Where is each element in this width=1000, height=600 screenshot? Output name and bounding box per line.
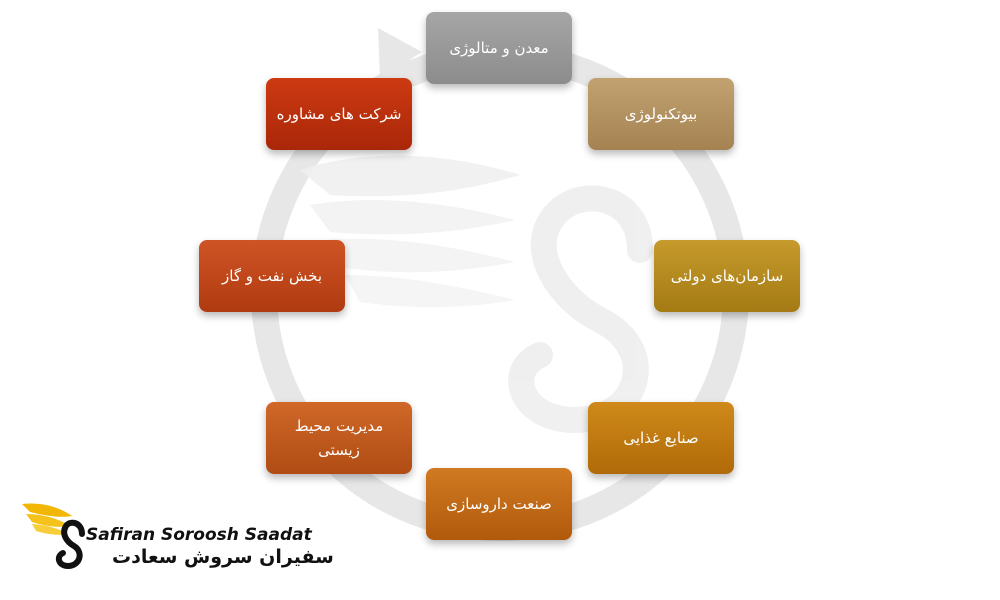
node-oil: بخش نفت و گاز bbox=[199, 240, 345, 312]
logo-text-english: Safiran Soroosh Saadat bbox=[86, 525, 312, 545]
logo-text-persian: سفیران سروش سعادت bbox=[112, 546, 334, 568]
node-biotech-label: بیوتکنولوژی bbox=[624, 105, 698, 123]
node-metal-label: معدن و متالوژی bbox=[449, 39, 549, 57]
node-gov: سازمان‌های دولتی bbox=[654, 240, 800, 312]
company-logo: Safiran Soroosh Saadat سفیران سروش سعادت bbox=[20, 494, 334, 578]
node-biotech: بیوتکنولوژی bbox=[588, 78, 734, 150]
node-gov-label: سازمان‌های دولتی bbox=[670, 267, 784, 285]
watermark bbox=[300, 155, 653, 434]
node-pharma: صنعت داروسازی bbox=[426, 468, 572, 540]
node-env: مدیریت محیط زیستی bbox=[266, 402, 412, 474]
node-env-label: مدیریت محیط زیستی bbox=[294, 417, 384, 459]
node-consult-label: شرکت های مشاوره bbox=[276, 105, 402, 123]
swan-logo-icon bbox=[22, 503, 85, 570]
node-food-label: صنایع غذایی bbox=[623, 429, 699, 447]
cycle-arrowhead bbox=[378, 28, 422, 78]
node-metal: معدن و متالوژی bbox=[426, 12, 572, 84]
node-consult: شرکت های مشاوره bbox=[266, 78, 412, 150]
node-pharma-label: صنعت داروسازی bbox=[446, 495, 552, 513]
node-food: صنایع غذایی bbox=[588, 402, 734, 474]
node-oil-label: بخش نفت و گاز bbox=[222, 267, 322, 285]
